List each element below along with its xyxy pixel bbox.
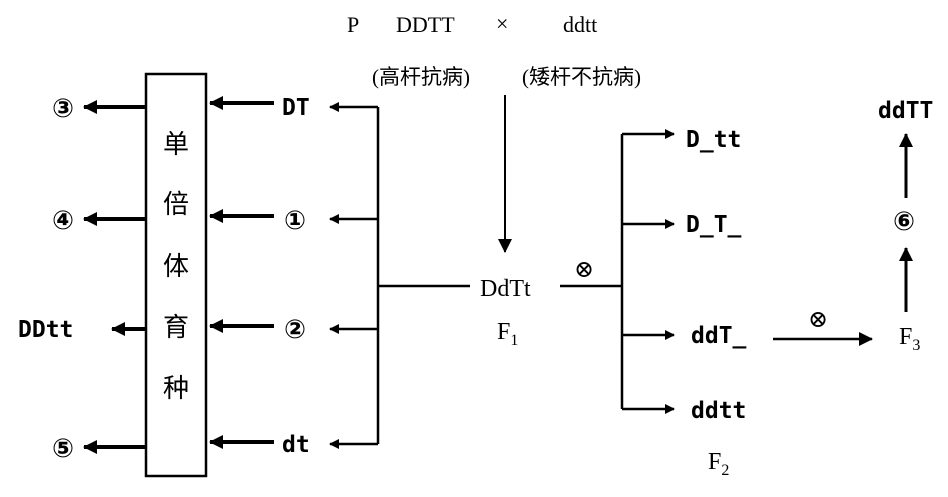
- f1-genotype: DdTt: [480, 276, 531, 302]
- haploid-char-5: 种: [163, 374, 189, 403]
- f2-label-base: F: [708, 449, 721, 475]
- parent2-phenotype: (矮杆不抗病): [522, 65, 641, 89]
- f2-genotype-2: D_T_: [686, 212, 742, 238]
- f2-label-sub: 2: [721, 462, 729, 479]
- cross-symbol: ×: [496, 11, 508, 36]
- parent1-genotype: DDTT: [396, 12, 455, 37]
- parent1-phenotype: (高杆抗病): [372, 65, 470, 89]
- f3-intermediate-6: ⑥: [893, 207, 915, 237]
- f3-label: F3: [899, 324, 920, 354]
- haploid-char-4: 育: [163, 313, 189, 342]
- f3-label-sub: 3: [912, 337, 920, 354]
- f3-self-symbol: ⊗: [808, 307, 828, 333]
- output-ddtt-upper: DDtt: [18, 317, 73, 343]
- output-5: ⑤: [52, 434, 74, 464]
- gamete-dt-upper: DT: [282, 95, 310, 121]
- f1-label-base: F: [497, 319, 510, 345]
- parent2-genotype: ddtt: [563, 12, 597, 37]
- haploid-char-2: 倍: [163, 190, 189, 219]
- f2-label: F2: [708, 449, 729, 479]
- haploid-breeding-box: [144, 72, 208, 478]
- f2-genotype-3: ddT_: [691, 323, 747, 349]
- f2-genotype-4: ddtt: [691, 398, 746, 424]
- f3-label-base: F: [899, 324, 912, 350]
- output-4: ④: [52, 206, 74, 236]
- output-3: ③: [52, 94, 74, 124]
- f1-label: F1: [497, 319, 518, 349]
- f3-result-ddtt: ddTT: [878, 98, 933, 124]
- f1-self-symbol: ⊗: [574, 257, 594, 283]
- gamete-1: ①: [284, 206, 306, 236]
- haploid-char-1: 单: [163, 130, 189, 159]
- f1-label-sub: 1: [510, 332, 518, 349]
- f2-genotype-1: D_tt: [686, 127, 741, 153]
- haploid-char-3: 体: [163, 252, 189, 281]
- gamete-2: ②: [284, 315, 306, 345]
- gamete-dt-lower: dt: [282, 432, 310, 458]
- p-label: P: [347, 12, 359, 37]
